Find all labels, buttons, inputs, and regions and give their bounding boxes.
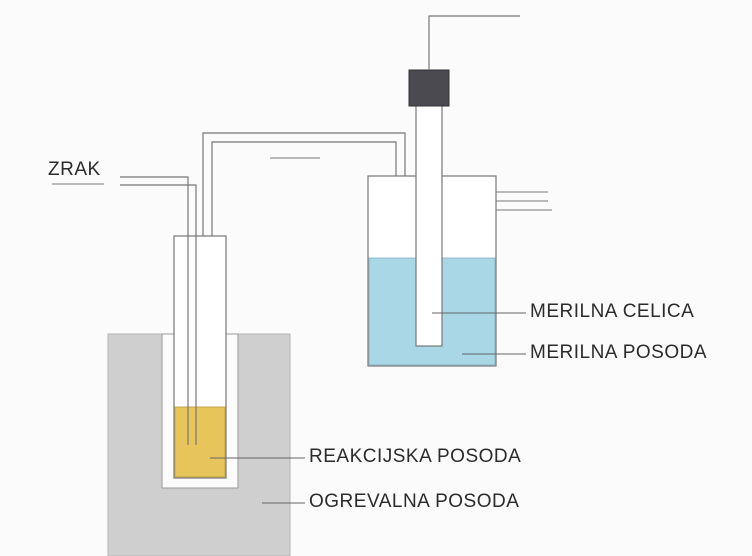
measuring-cell-label: MERILNA CELICA bbox=[530, 301, 695, 322]
reaction-liquid bbox=[174, 406, 226, 478]
reaction-vessel-label: REAKCIJSKA POSODA bbox=[309, 446, 522, 467]
air-inlet-pipe bbox=[120, 176, 189, 445]
air-inlet-pipe-inner bbox=[120, 184, 197, 445]
air-inlet-label: ZRAK bbox=[48, 159, 101, 180]
electrode-cable bbox=[428, 15, 520, 70]
measuring-cell bbox=[415, 103, 443, 347]
measuring-vessel-label: MERILNA POSODA bbox=[530, 342, 707, 363]
measuring-cell-cap bbox=[408, 69, 450, 107]
heating-vessel-label: OGREVALNA POSODA bbox=[309, 491, 520, 512]
